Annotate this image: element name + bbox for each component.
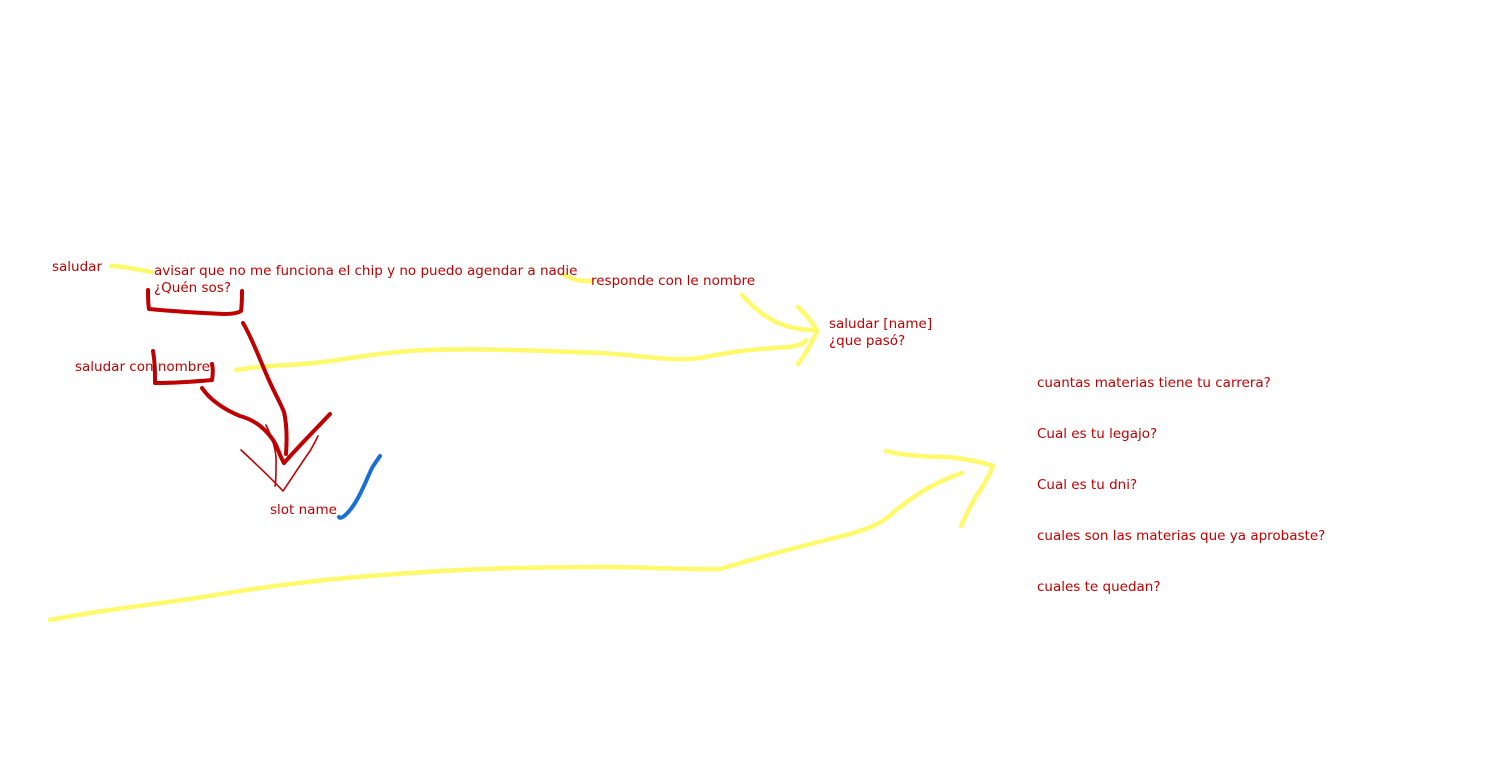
red-bracket-quien-sos — [146, 288, 244, 316]
question-item[interactable]: cuales son las materias que ya aprobaste… — [1037, 528, 1326, 544]
question-item[interactable]: cuantas materias tiene tu carrera? — [1037, 375, 1271, 391]
note-saludar-con-nombre[interactable]: saludar con nombre — [75, 359, 210, 375]
question-item[interactable]: Cual es tu legajo? — [1037, 426, 1158, 442]
yellow-arrowhead-saludar-name — [795, 304, 820, 367]
red-arrowhead — [282, 412, 332, 465]
yellow-arrow-responde-to-saludar-name — [739, 292, 818, 333]
note-responde-nombre[interactable]: responde con le nombre — [591, 273, 756, 289]
red-arrow-from-nombre — [200, 386, 286, 465]
note-saludar-name[interactable]: saludar [name] — [829, 316, 933, 332]
note-saludar[interactable]: saludar — [52, 259, 103, 275]
red-bracket-nombre — [151, 349, 215, 385]
blue-check-stroke — [337, 454, 382, 520]
note-que-paso[interactable]: ¿que pasó? — [829, 333, 906, 349]
note-quien-sos[interactable]: ¿Quén sos? — [154, 280, 231, 296]
question-item[interactable]: Cual es tu dni? — [1037, 477, 1138, 493]
red-arrow-from-quien-sos — [241, 321, 289, 456]
yellow-arrow-saludar-con-nombre-to-saludar-name — [233, 337, 809, 373]
note-slot-name[interactable]: slot name — [270, 502, 337, 518]
yellow-arrowhead-questions — [883, 448, 996, 529]
yellow-connector-saludar-to-avisar — [108, 263, 155, 275]
question-item[interactable]: cuales te quedan? — [1037, 579, 1161, 595]
yellow-long-arrow-to-questions — [47, 470, 965, 623]
red-thin-arrow-to-slot — [240, 424, 319, 492]
note-avisar-chip[interactable]: avisar que no me funciona el chip y no p… — [154, 263, 578, 279]
yellow-connector-avisar-to-responde — [561, 272, 595, 284]
